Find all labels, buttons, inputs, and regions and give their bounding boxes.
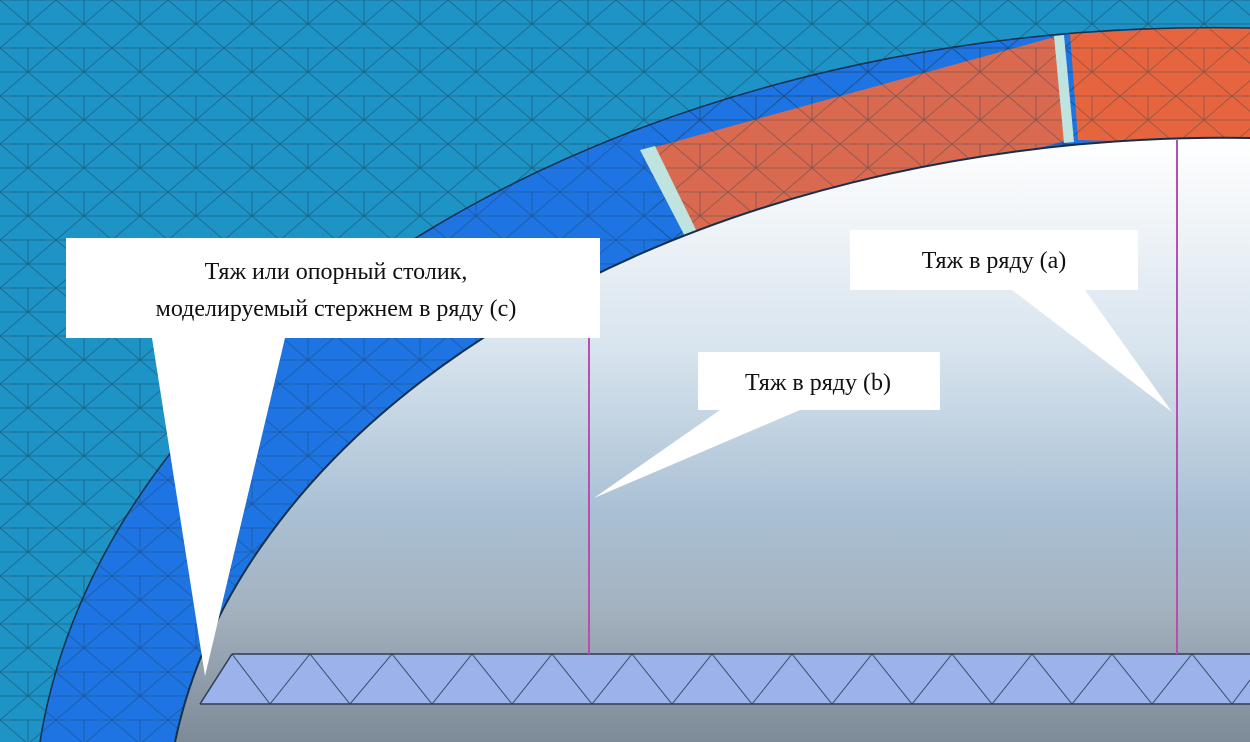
callout-c-line1: Тяж или опорный столик, [205, 259, 468, 285]
callout-c-box [66, 238, 600, 676]
callout-a-box [850, 230, 1172, 412]
callout-a: Тяж в ряду (a) [850, 230, 1172, 412]
callout-c-line2: моделируемый стержнем в ряду (c) [156, 296, 517, 322]
callout-b: Тяж в ряду (b) [594, 352, 940, 498]
beam-mesh [231, 654, 1250, 704]
callout-b-label: Тяж в ряду (b) [745, 370, 891, 396]
beam-fill [200, 654, 1250, 704]
callout-a-label: Тяж в ряду (a) [922, 248, 1067, 274]
arch-outer-edge [39, 26, 1250, 742]
beam-outline [199, 653, 1250, 705]
callout-c: Тяж или опорный столик, моделируемый сте… [66, 238, 600, 676]
gap-band-right [1054, 35, 1074, 143]
gap-band-left [640, 146, 702, 246]
callout-b-box [594, 352, 940, 498]
